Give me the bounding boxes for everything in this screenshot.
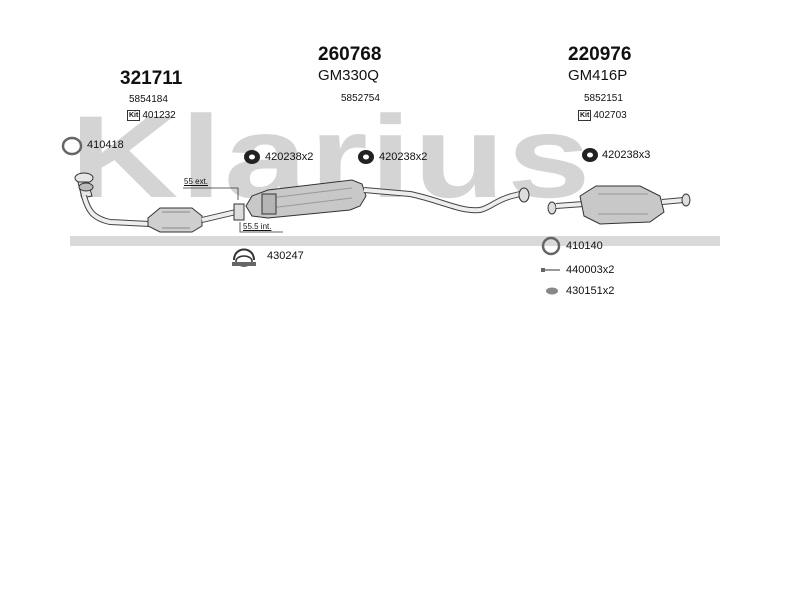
dimension-ext: 55 ext. [184,177,209,186]
kit-value: 402703 [593,110,627,121]
ring-icon [61,136,83,156]
manufacturer-code: GM330Q [318,67,379,84]
part-number-220976: 220976 [568,44,632,65]
dimension-lines [183,187,283,233]
hanger-icon [244,150,260,164]
part-number-321711: 321711 [120,68,183,89]
intermediate-pipe [363,187,530,214]
part-label-ring: 410418 [87,139,124,151]
watermark-underline [70,236,720,246]
manufacturer-code: GM416P [568,67,628,84]
part-label-ring: 410140 [566,240,603,252]
dimension-int: 55.5 int. [243,222,272,231]
oe-number: 5854184 [129,94,168,105]
part-label-bolt: 440003x2 [566,264,615,276]
part-label-hanger: 420238x3 [602,149,651,161]
kit-value: 401232 [142,110,176,121]
hanger-icon [582,148,598,162]
ring-icon [541,236,561,256]
bolt-icon [541,268,560,272]
part-label-clamp: 430247 [267,250,304,262]
part-label-hanger: 420238x2 [379,151,428,163]
oe-number: 5852754 [341,93,380,104]
hanger-icon [358,150,374,164]
kit-number: Kit 401232 [127,110,176,121]
front-pipe [74,172,151,227]
part-number-260768: 260768 [318,44,382,65]
kit-badge: Kit [127,110,141,121]
nut-icon [546,287,558,295]
clamp-icon [232,248,256,267]
centre-silencer [245,179,367,219]
part-label-hanger: 420238x2 [265,151,314,163]
oe-number: 5852151 [584,93,623,104]
kit-number: Kit 402703 [578,110,627,121]
rear-silencer [547,185,691,225]
kit-badge: Kit [578,110,592,121]
catalytic-converter [147,203,245,233]
part-label-nut: 430151x2 [566,285,615,297]
